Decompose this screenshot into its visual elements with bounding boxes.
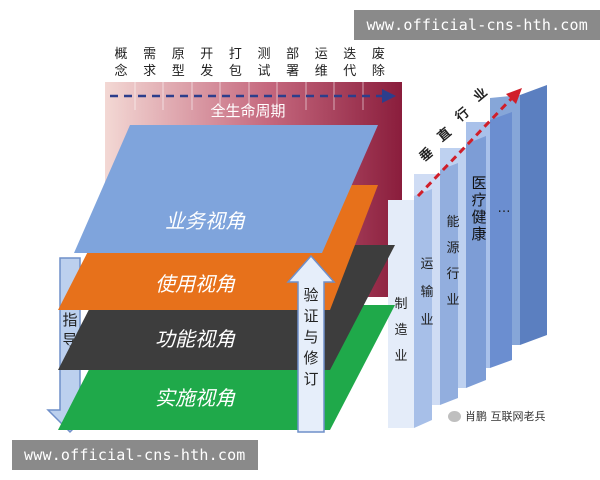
vertical-label-char-3: 业 [470,84,490,105]
industry-1: 运输业 [420,257,433,328]
lifecycle-phase-3: 开发 [200,47,213,79]
lifecycle-phase-4: 打包 [229,47,242,79]
industry-0: 制造业 [394,297,407,364]
business-label: 业务视角 [165,209,246,233]
business-layer [74,125,378,253]
watermark-top: www.official-cns-hth.com [354,10,600,40]
lifecycle-phase-5: 测试 [257,47,270,79]
industry-labels: 制造业运输业能源行业医疗健康 … [394,174,510,364]
verify-arrow [286,254,336,433]
lifecycle-phase-9: 废除 [372,46,385,79]
lifecycle-phase-0: 概念 [114,47,127,79]
lifecycle-phase-1: 需求 [143,47,156,79]
vertical-arrow-head [506,88,522,104]
panel-manufacturing [388,200,414,428]
industry-4: … [498,201,511,216]
lifecycle-dividers [134,82,364,110]
function-label: 功能视角 [155,327,236,351]
wechat-author: 肖鹏 互联网老兵 [465,410,546,423]
industry-3: 医疗健康 [471,174,486,243]
usage-label: 使用视角 [155,272,236,296]
wechat-credit: 肖鹏 互联网老兵 [448,408,546,424]
lifecycle-phase-2: 原型 [172,47,185,79]
vertical-label-char-0: 垂 [416,144,436,165]
wechat-icon [448,410,461,422]
vertical-label-char-1: 直 [434,124,454,145]
verify-text: 验证与修订 [303,286,318,388]
verify-label: 验证与修订 [303,286,318,388]
industry-2: 能源行业 [446,215,459,308]
vertical-arrow-line [416,96,514,198]
lifecycle-phase-8: 迭代 [343,47,356,79]
lifecycle-phase-6: 部署 [286,47,299,79]
implementation-label: 实施视角 [155,386,236,410]
industry-panels [388,85,547,428]
lifecycle-phase-7: 运维 [315,47,328,79]
lifecycle-arrow-head [382,89,396,103]
lifecycle-banner: 全生命周期 [210,102,285,120]
watermark-bottom: www.official-cns-hth.com [12,440,258,470]
